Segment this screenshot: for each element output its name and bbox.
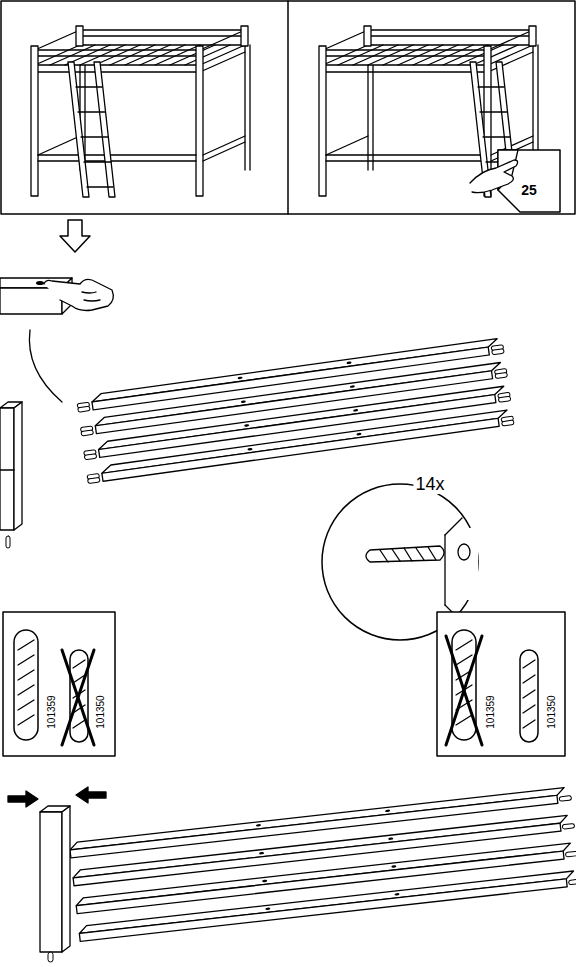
part-number: 101359: [485, 693, 497, 730]
part-number: 101350: [95, 693, 107, 730]
quantity-label: 14x: [413, 474, 446, 494]
page-number: 25: [519, 182, 539, 198]
part-number: 101359: [46, 693, 58, 730]
part-number: 101350: [546, 693, 558, 730]
